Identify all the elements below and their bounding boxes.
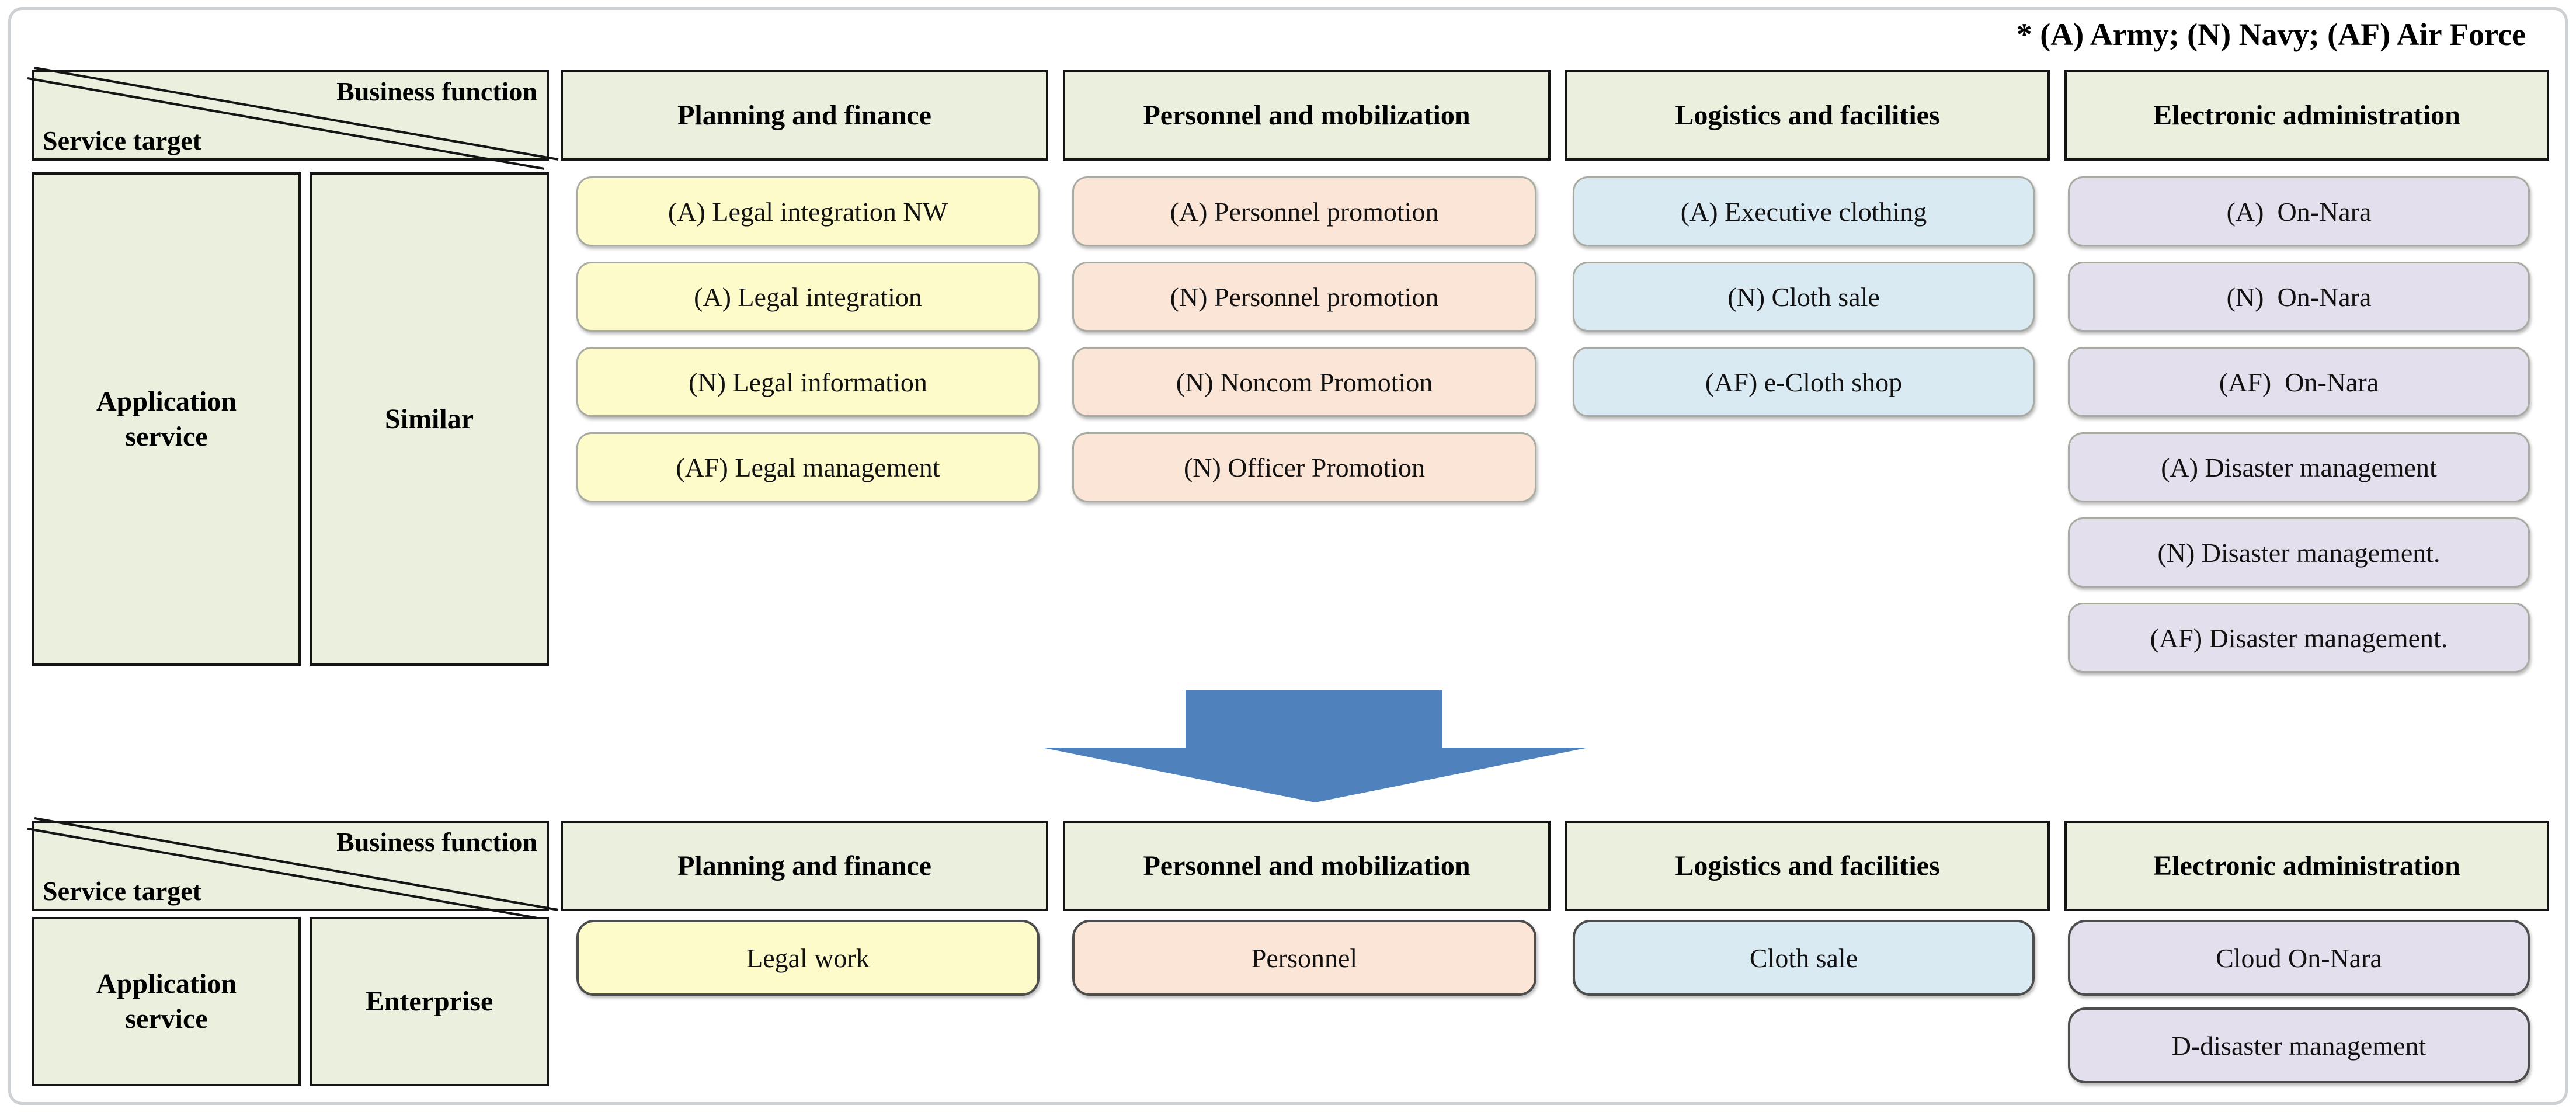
service-box-personnel: Personnel — [1072, 920, 1536, 996]
column-header-electronic-administration-bottom: Electronic administration — [2064, 821, 2549, 911]
service-box-a-disaster-management: (A) Disaster management — [2068, 432, 2530, 502]
service-box-d-disaster-management: D-disaster management — [2068, 1007, 2530, 1083]
column-header-logistics-and-facilities-top: Logistics and facilities — [1565, 70, 2050, 161]
service-box-n-cloth-sale: (N) Cloth sale — [1573, 262, 2035, 332]
column-header-planning-and-finance-bottom: Planning and finance — [561, 821, 1048, 911]
service-box-cloud-on-nara: Cloud On-Nara — [2068, 920, 2530, 996]
service-box-legal-work: Legal work — [576, 920, 1040, 996]
row-label-application-service-bottom: Application service — [32, 917, 301, 1086]
service-box-n-personnel-promotion: (N) Personnel promotion — [1072, 262, 1536, 332]
service-box-af-disaster-management: (AF) Disaster management. — [2068, 603, 2530, 673]
row-label-enterprise: Enterprise — [310, 917, 549, 1086]
column-header-planning-and-finance-top: Planning and finance — [561, 70, 1048, 161]
down-arrow — [1042, 690, 1588, 802]
corner-label-service-target: Service target — [43, 876, 202, 906]
corner-label-service-target: Service target — [43, 126, 202, 155]
service-box-n-legal-information: (N) Legal information — [576, 347, 1040, 417]
column-header-personnel-and-mobilization-top: Personnel and mobilization — [1063, 70, 1551, 161]
service-box-cloth-sale: Cloth sale — [1573, 920, 2035, 996]
corner-cell-top: Business function Service target — [27, 67, 559, 170]
service-box-n-noncom-promotion: (N) Noncom Promotion — [1072, 347, 1536, 417]
service-box-a-executive-clothing: (A) Executive clothing — [1573, 176, 2035, 246]
column-header-electronic-administration-top: Electronic administration — [2064, 70, 2549, 161]
service-box-a-personnel-promotion: (A) Personnel promotion — [1072, 176, 1536, 246]
diagonal-divider-icon — [27, 817, 559, 920]
corner-label-business-function: Business function — [336, 77, 537, 106]
column-header-personnel-and-mobilization-bottom: Personnel and mobilization — [1063, 821, 1551, 911]
service-box-a-legal-integration-nw: (A) Legal integration NW — [576, 176, 1040, 246]
service-box-a-legal-integration: (A) Legal integration — [576, 262, 1040, 332]
service-box-af-e-cloth-shop: (AF) e-Cloth shop — [1573, 347, 2035, 417]
column-header-logistics-and-facilities-bottom: Logistics and facilities — [1565, 821, 2050, 911]
service-box-n-on-nara: (N) On-Nara — [2068, 262, 2530, 332]
diagonal-divider-icon — [27, 67, 559, 170]
service-box-af-on-nara: (AF) On-Nara — [2068, 347, 2530, 417]
service-box-n-officer-promotion: (N) Officer Promotion — [1072, 432, 1536, 502]
legend-note: * (A) Army; (N) Navy; (AF) Air Force — [2016, 17, 2526, 52]
service-box-a-on-nara: (A) On-Nara — [2068, 176, 2530, 246]
down-arrow-shape — [1042, 690, 1588, 802]
corner-cell-bottom: Business function Service target — [27, 817, 559, 920]
corner-label-business-function: Business function — [336, 827, 537, 857]
service-box-n-disaster-management: (N) Disaster management. — [2068, 517, 2530, 588]
service-box-af-legal-management: (AF) Legal management — [576, 432, 1040, 502]
row-label-similar: Similar — [310, 172, 549, 666]
row-label-application-service-top: Application service — [32, 172, 301, 666]
